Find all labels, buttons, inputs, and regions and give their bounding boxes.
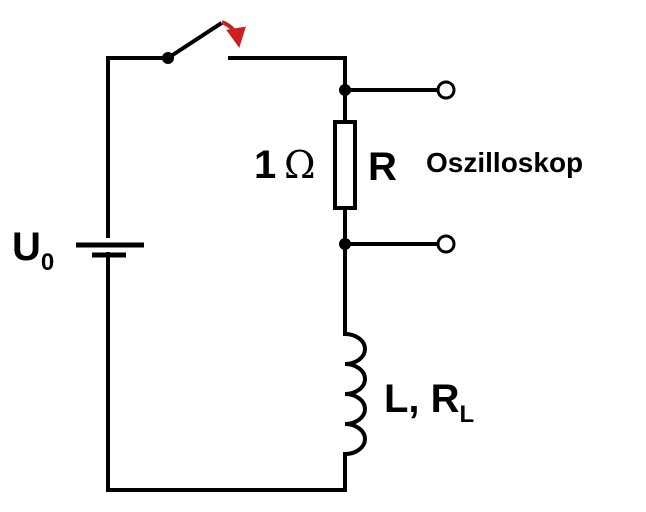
switch-blade <box>165 21 223 61</box>
probe-terminal-top <box>436 80 456 100</box>
resistor-body <box>333 120 357 210</box>
inductor-label: L, RL <box>384 377 474 428</box>
probe-terminal-bottom <box>436 234 456 254</box>
switch-arrow-icon <box>221 20 246 48</box>
oscilloscope-label: Oszilloskop <box>426 147 583 178</box>
resistance-value-label: 1 <box>254 143 276 187</box>
ohm-symbol: Ω <box>284 143 316 187</box>
source-label: U0 <box>12 225 54 276</box>
resistor-label: R <box>368 145 397 189</box>
switch <box>162 20 246 64</box>
inductor-coil <box>342 331 367 457</box>
battery <box>76 242 144 258</box>
